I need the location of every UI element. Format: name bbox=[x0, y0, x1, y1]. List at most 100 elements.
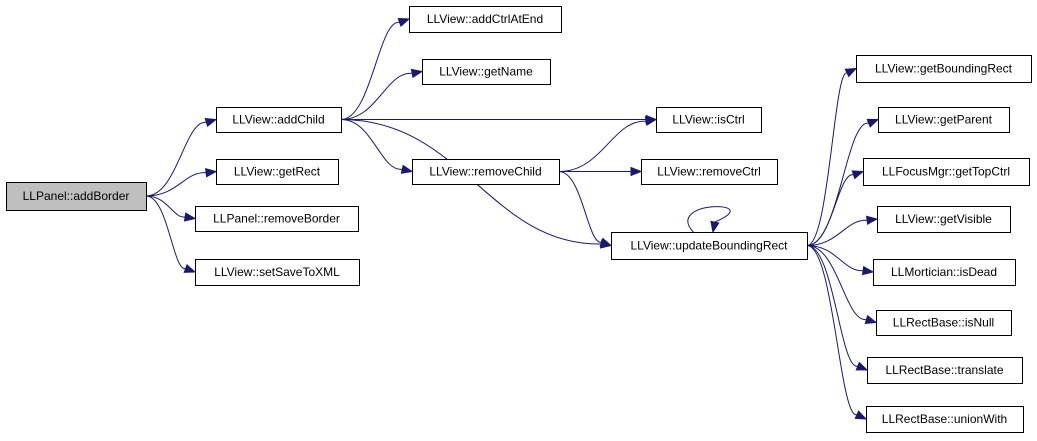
node-label: LLPanel::removeBorder bbox=[213, 212, 340, 226]
edge-arrowhead bbox=[183, 212, 197, 222]
edge-line bbox=[806, 72, 848, 246]
edge-updateBoundingRect-isDead bbox=[806, 245, 875, 276]
node-removeCtrl[interactable]: LLView::removeCtrl bbox=[641, 159, 778, 185]
edge-addChild-isCtrl bbox=[341, 114, 658, 125]
edge-arrowhead bbox=[599, 237, 613, 247]
edge-addBorder-removeBorder bbox=[145, 195, 197, 222]
node-getVisible[interactable]: LLView::getVisible bbox=[877, 206, 1011, 233]
node-box bbox=[656, 107, 762, 133]
node-getBoundingRect[interactable]: LLView::getBoundingRect bbox=[856, 55, 1032, 83]
node-box bbox=[195, 259, 360, 286]
node-label: LLView::getVisible bbox=[895, 212, 992, 226]
edge-arrowhead bbox=[861, 265, 875, 276]
edge-line bbox=[806, 245, 864, 272]
node-box bbox=[866, 406, 1024, 433]
node-label: LLMortician::isDead bbox=[891, 265, 997, 279]
edge-addBorder-setSaveToXML bbox=[145, 195, 197, 273]
node-translate[interactable]: LLRectBase::translate bbox=[867, 357, 1023, 384]
node-label: LLView::getParent bbox=[895, 113, 993, 127]
node-box bbox=[195, 206, 359, 232]
node-getName[interactable]: LLView::getName bbox=[422, 59, 551, 85]
edge-updateBoundingRect-getBoundingRect bbox=[806, 67, 858, 246]
edge-updateBoundingRect-unionWith bbox=[806, 245, 868, 420]
node-getRect[interactable]: LLView::getRect bbox=[216, 159, 339, 185]
edge-arrowhead bbox=[854, 410, 868, 420]
edge-line bbox=[340, 21, 400, 120]
node-box bbox=[216, 159, 339, 185]
edge-arrowhead bbox=[710, 220, 720, 234]
node-box bbox=[867, 357, 1023, 384]
node-label: LLFocusMgr::getTopCtrl bbox=[882, 165, 1010, 179]
edge-layer bbox=[145, 18, 880, 420]
node-box bbox=[641, 159, 778, 185]
node-unionWith[interactable]: LLRectBase::unionWith bbox=[866, 406, 1024, 433]
node-removeBorder[interactable]: LLPanel::removeBorder bbox=[195, 206, 359, 232]
node-label: LLView::getName bbox=[439, 65, 533, 79]
edge-updateBoundingRect-updateBoundingRect bbox=[687, 206, 731, 234]
node-getTopCtrl[interactable]: LLFocusMgr::getTopCtrl bbox=[863, 158, 1030, 186]
node-label: LLView::getBoundingRect bbox=[875, 62, 1013, 76]
node-setSaveToXML[interactable]: LLView::setSaveToXML bbox=[195, 259, 360, 286]
node-getParent[interactable]: LLView::getParent bbox=[878, 107, 1010, 133]
edge-line bbox=[806, 245, 858, 367]
node-isCtrl[interactable]: LLView::isCtrl bbox=[656, 107, 762, 133]
edge-addChild-removeChild bbox=[340, 119, 414, 174]
node-isDead[interactable]: LLMortician::isDead bbox=[873, 259, 1016, 286]
edge-updateBoundingRect-translate bbox=[806, 245, 869, 371]
edge-line bbox=[340, 119, 403, 170]
node-box bbox=[409, 6, 562, 33]
edge-arrowhead bbox=[410, 68, 424, 79]
edge-addChild-addCtrlAtEnd bbox=[340, 18, 411, 120]
edge-updateBoundingRect-getVisible bbox=[806, 215, 879, 246]
edge-arrowhead bbox=[864, 314, 878, 324]
edge-line bbox=[806, 245, 858, 416]
edge-arrowhead bbox=[183, 263, 197, 273]
edge-updateBoundingRect-isNull bbox=[806, 245, 878, 324]
node-isNull[interactable]: LLRectBase::isNull bbox=[876, 310, 1012, 336]
edge-line bbox=[145, 195, 186, 218]
node-box bbox=[873, 259, 1016, 286]
edge-line bbox=[340, 72, 413, 120]
node-box bbox=[863, 158, 1030, 186]
edge-arrowhead bbox=[397, 18, 411, 27]
edge-line bbox=[558, 171, 602, 243]
edge-addBorder-getRect bbox=[145, 168, 218, 197]
node-label: LLView::getRect bbox=[234, 165, 321, 179]
edge-removeChild-updateBoundingRect bbox=[558, 171, 613, 247]
edge-addBorder-addChild bbox=[145, 117, 218, 197]
edge-updateBoundingRect-getTopCtrl bbox=[806, 170, 865, 246]
edge-arrowhead bbox=[205, 168, 218, 178]
node-addChild[interactable]: LLView::addChild bbox=[216, 107, 342, 133]
edge-line bbox=[806, 174, 854, 246]
edge-arrowhead bbox=[851, 170, 865, 180]
node-label: LLView::removeCtrl bbox=[657, 165, 761, 179]
edge-line bbox=[687, 206, 731, 233]
node-label: LLView::isCtrl bbox=[672, 113, 744, 127]
node-removeChild[interactable]: LLView::removeChild bbox=[412, 159, 560, 185]
node-label: LLView::setSaveToXML bbox=[214, 265, 340, 279]
node-label: LLRectBase::unionWith bbox=[882, 412, 1007, 426]
node-addBorder[interactable]: LLPanel::addBorder bbox=[6, 182, 147, 211]
edge-removeChild-isCtrl bbox=[558, 116, 658, 172]
node-addCtrlAtEnd[interactable]: LLView::addCtrlAtEnd bbox=[409, 6, 562, 33]
edge-arrowhead bbox=[630, 166, 643, 177]
node-box bbox=[422, 59, 551, 85]
edge-line bbox=[806, 245, 867, 321]
node-box bbox=[876, 310, 1012, 336]
node-updateBoundingRect[interactable]: LLView::updateBoundingRect bbox=[611, 232, 808, 260]
edge-arrowhead bbox=[644, 116, 658, 126]
edge-line bbox=[806, 219, 868, 246]
edge-line bbox=[558, 120, 647, 172]
node-label: LLView::addChild bbox=[232, 113, 324, 127]
node-box bbox=[216, 107, 342, 133]
edge-line bbox=[806, 122, 869, 246]
edge-arrowhead bbox=[855, 361, 869, 371]
edge-line bbox=[145, 121, 207, 197]
edge-arrowhead bbox=[400, 164, 414, 174]
node-label: LLPanel::addBorder bbox=[23, 189, 130, 203]
node-box bbox=[878, 107, 1010, 133]
node-label: LLView::updateBoundingRect bbox=[630, 239, 788, 253]
node-label: LLView::addCtrlAtEnd bbox=[427, 12, 543, 26]
edge-arrowhead bbox=[844, 67, 858, 78]
